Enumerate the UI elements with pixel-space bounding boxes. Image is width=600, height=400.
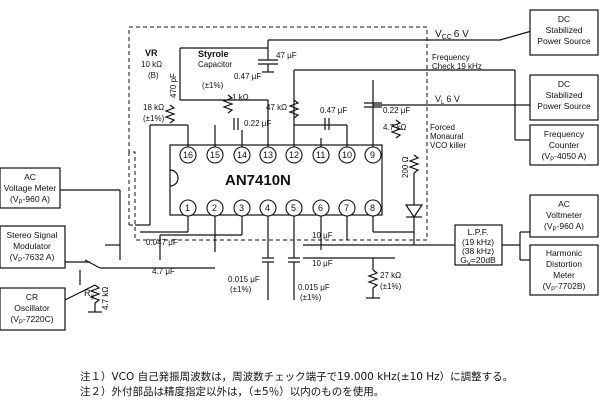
c-047b: 0.47 μF (320, 106, 347, 115)
hd-line1: Harmonic (546, 248, 583, 258)
r-18k: 18 kΩ (143, 103, 164, 112)
lpf-line1: L.P.F. (468, 227, 489, 237)
cr-line2: Oscillator (14, 303, 50, 313)
r-1k: 1 kΩ (232, 93, 249, 102)
vr-b: (B) (148, 71, 159, 80)
r-27k-tol: (±1%) (380, 282, 402, 291)
sm-line2: Modulator (13, 241, 51, 251)
pin-3: 3 (239, 203, 244, 213)
box-lpf (454, 224, 503, 266)
ic-name: AN7410N (225, 172, 291, 189)
avm-line3: (VP-960 A) (10, 194, 50, 206)
box-ac-voltmeter-right (529, 194, 599, 238)
r-47k: 47 kΩ (266, 103, 287, 112)
c-022a: 0.22 μF (244, 119, 271, 128)
sm-line3: (VP-7632 A) (10, 252, 55, 264)
c-022b: 0.22 μF (383, 106, 410, 115)
vr-value: 10 kΩ (141, 60, 162, 69)
tol-1: (±1%) (202, 81, 224, 90)
c-47u: 47 μF (276, 51, 297, 60)
c-015a-tol: (±1%) (230, 285, 252, 294)
pin-16: 16 (183, 150, 193, 160)
lpf-line3: (38 kHz) (462, 246, 494, 256)
pin-8: 8 (370, 203, 375, 213)
pin-5: 5 (291, 203, 296, 213)
vco-killer-label: VCO killer (430, 141, 466, 150)
capacitor-label: Capacitor (198, 60, 233, 69)
footnotes: 注１）VCO 自己発振周波数は，周波数チェック端子で19.000 kHz(±10… (80, 370, 595, 400)
c-10u-b: 10 μF (312, 259, 333, 268)
pin-9: 9 (370, 150, 375, 160)
forced-label: Forced (430, 123, 455, 132)
box-cr-oscillator (0, 287, 66, 331)
c-047a: 0.47 μF (234, 72, 261, 81)
dc1-line2: Stabilized (546, 25, 583, 35)
dc1-line3: Power Source (537, 36, 591, 46)
acv-line1: AC (558, 199, 570, 209)
pin-1: 1 (185, 203, 190, 213)
box-dc-power-2 (529, 74, 599, 121)
cr-line1: CR (26, 292, 38, 302)
c-470p: 470 pF (169, 73, 178, 98)
ic-pins-top: 16 15 14 13 12 11 10 9 (179, 146, 382, 164)
c-047c: 0.047 μF (146, 238, 178, 247)
note-2: 注２）外付部品は精度指定以外は，（±5％）以内のものを使用。 (80, 386, 385, 398)
box-ac-voltage-meter (0, 167, 61, 209)
pin-15: 15 (210, 150, 220, 160)
dc1-line1: DC (558, 14, 570, 24)
lpf-line2: (19 kHz) (462, 237, 494, 247)
r-47k2: 4.7 kΩ (383, 123, 406, 132)
fc-line2: Counter (549, 140, 579, 150)
freq-check-label: Frequency (432, 53, 470, 62)
r-27k: 27 kΩ (380, 271, 401, 280)
avm-line1: AC (24, 172, 36, 182)
dc2-line1: DC (558, 79, 570, 89)
pin-2: 2 (212, 203, 217, 213)
hd-line4: (VP-7702B) (543, 281, 586, 293)
vr-label: VR (145, 48, 158, 58)
acv-line3: (VP-960 A) (544, 221, 584, 233)
avm-line2: Voltage Meter (4, 183, 57, 193)
styrole-label: Styrole (198, 49, 229, 59)
hd-line2: Distortion (546, 259, 582, 269)
pin-10: 10 (342, 150, 352, 160)
box-frequency-counter (529, 124, 599, 166)
hd-line3: Meter (553, 270, 575, 280)
c-47u-in: 4.7 μF (152, 267, 175, 276)
pin-12: 12 (289, 150, 299, 160)
pin-14: 14 (237, 150, 247, 160)
lpf-line4: GV=20dB (460, 255, 496, 267)
r-200: 200 Ω (401, 156, 410, 178)
pin-13: 13 (263, 150, 273, 160)
r-18k-tol: (±1%) (143, 114, 165, 123)
box-dc-power-1 (529, 9, 599, 56)
sm-line1: Stereo Signal (6, 230, 57, 240)
pin-6: 6 (318, 203, 323, 213)
freq-check-label2: Check 19 kHz (432, 62, 482, 71)
cr-line3: (VP-7220C) (10, 314, 53, 326)
fc-line1: Frequency (544, 129, 585, 139)
monaural-label: Monaural (430, 132, 464, 141)
acv-line2: Voltmeter (546, 210, 582, 220)
note-1: 注１）VCO 自己発振周波数は，周波数チェック端子で19.000 kHz(±10… (80, 371, 514, 383)
c-015b: 0.015 μF (298, 283, 330, 292)
dc2-line2: Stabilized (546, 90, 583, 100)
pin-11: 11 (316, 150, 325, 160)
rg-label: Rg (84, 288, 94, 300)
dc2-line3: Power Source (537, 101, 591, 111)
pin-4: 4 (265, 203, 270, 213)
box-harmonic-distortion (529, 244, 599, 296)
box-stereo-modulator (0, 225, 66, 269)
c-015b-tol: (±1%) (300, 293, 322, 302)
c-10u-a: 10 μF (312, 231, 333, 240)
rg-value: 4.7 kΩ (101, 287, 110, 310)
fc-line3: (VP-4050 A) (542, 151, 587, 163)
pin-7: 7 (344, 203, 349, 213)
c-015a: 0.015 μF (228, 275, 260, 284)
